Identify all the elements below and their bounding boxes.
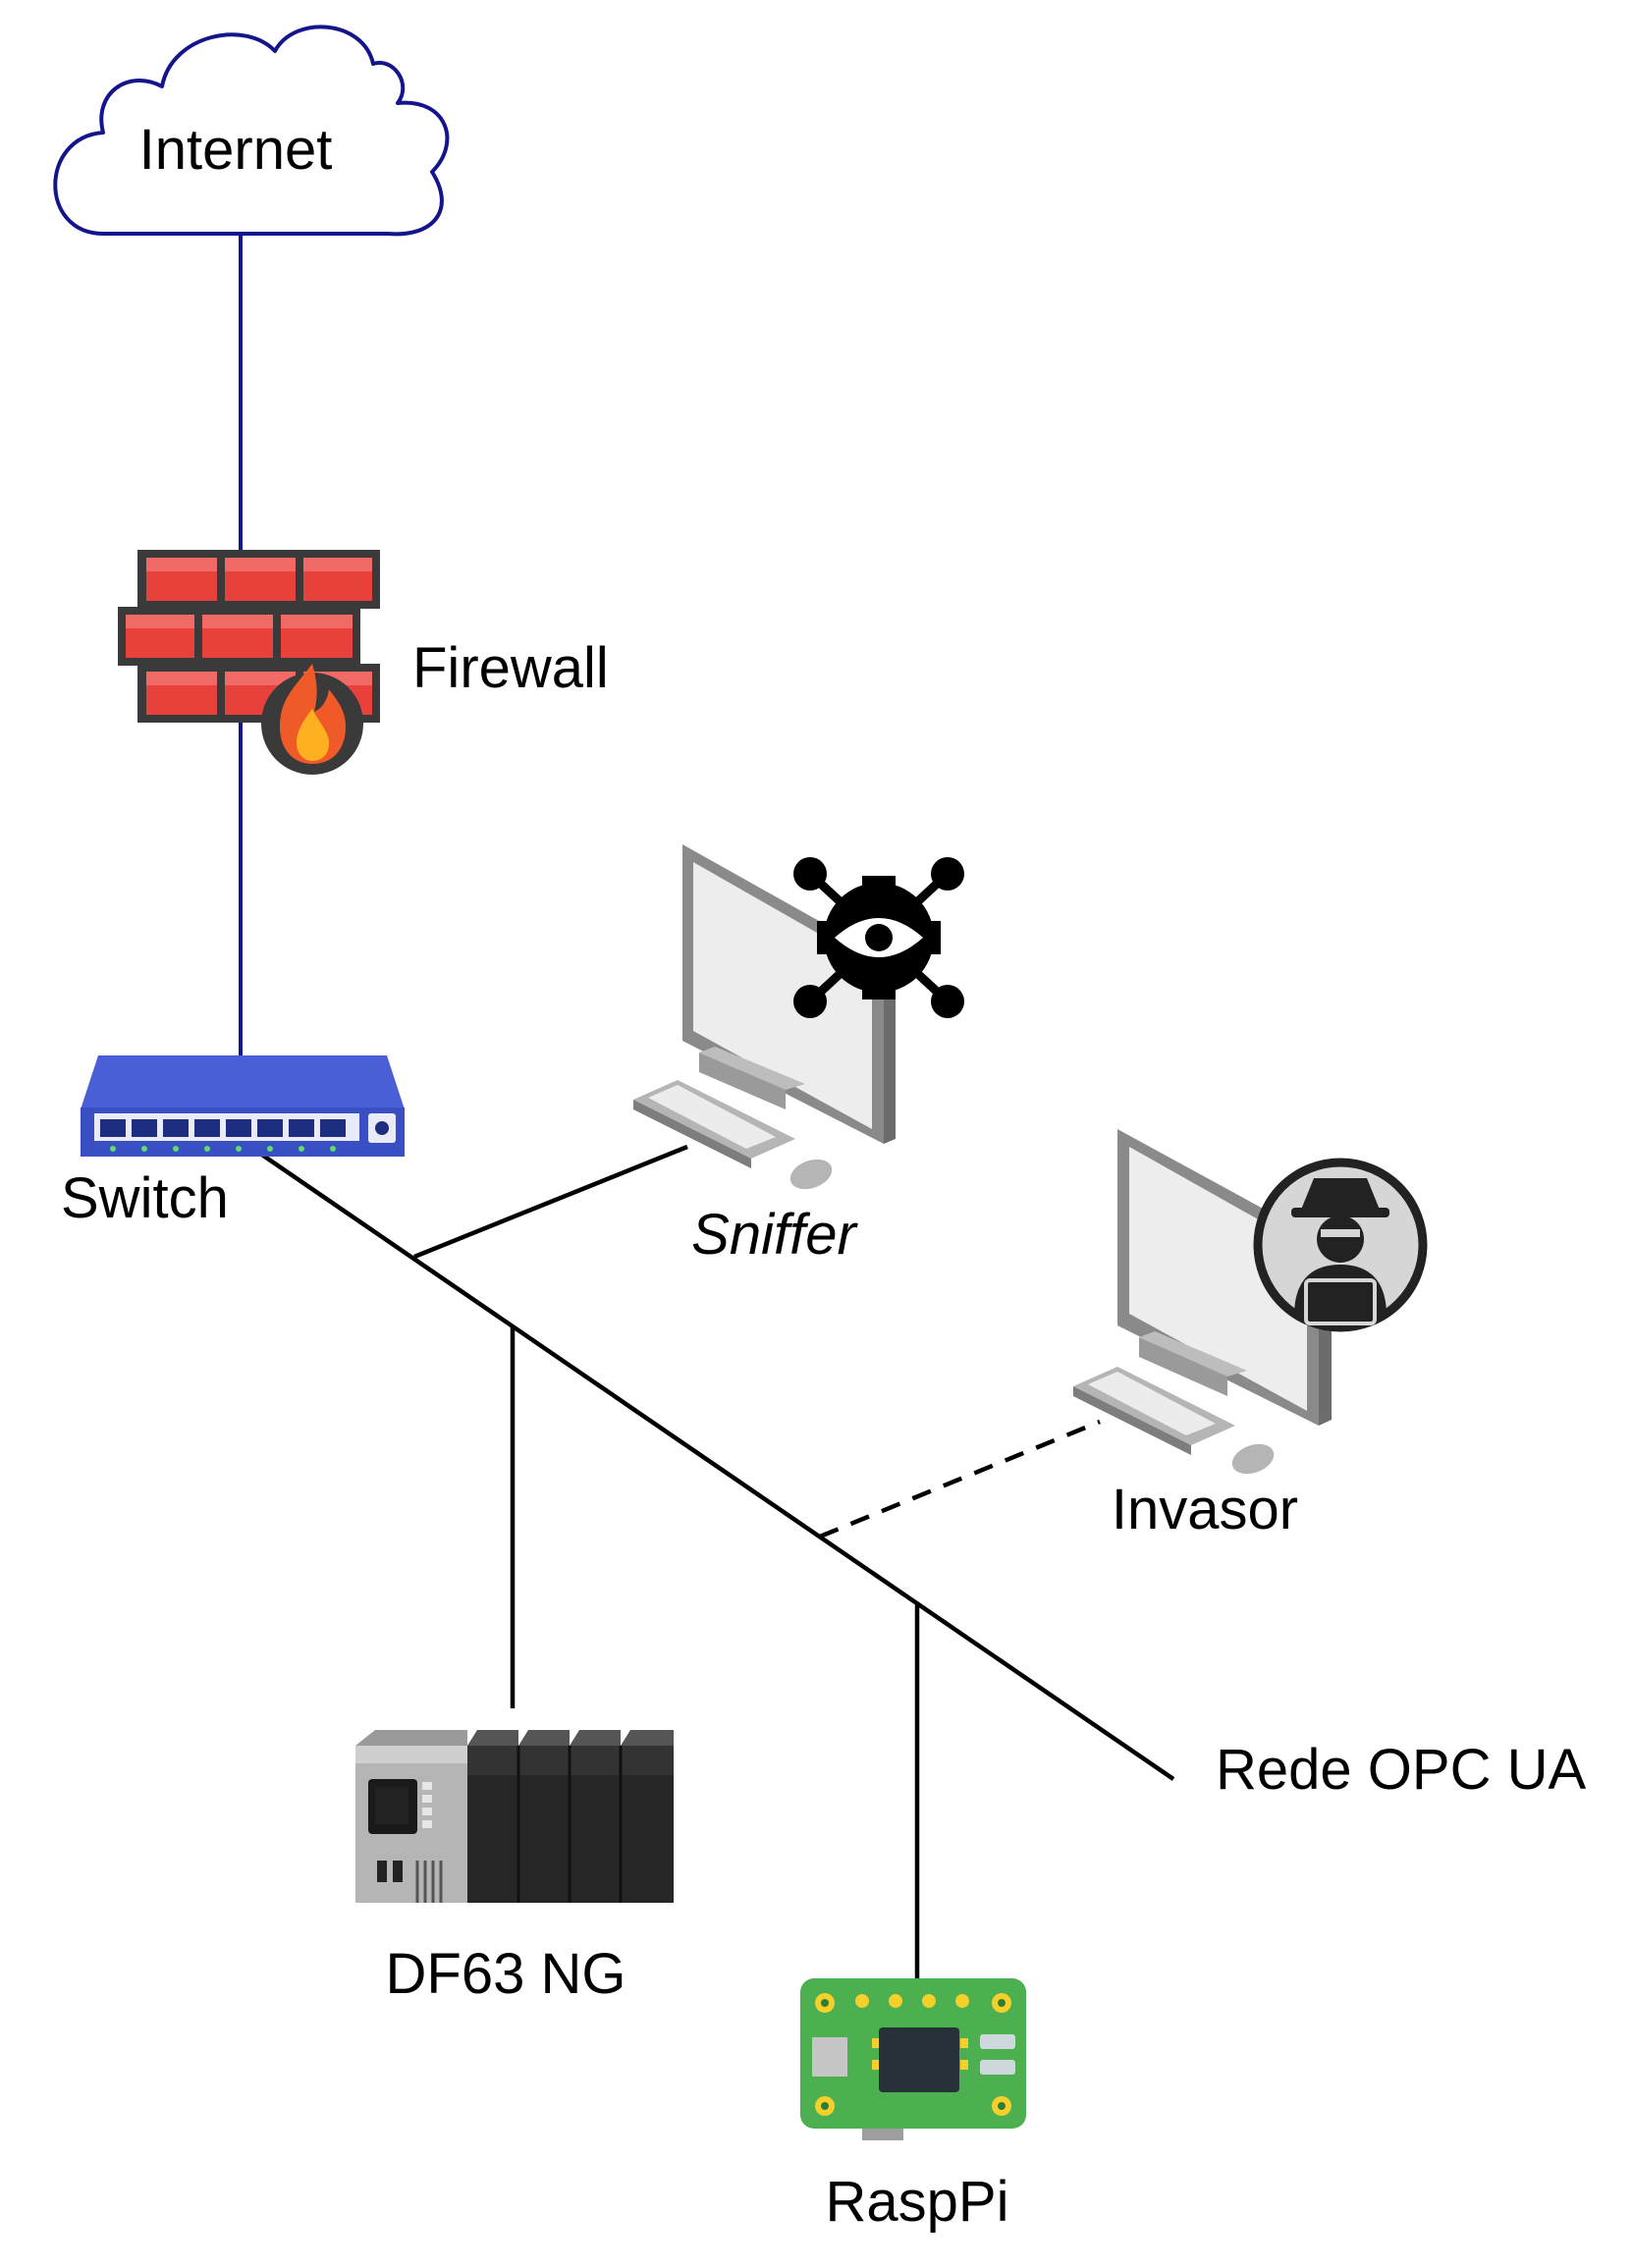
firewall-label: Firewall (412, 636, 609, 700)
brick-wall-fire-icon (118, 550, 380, 775)
cloud-icon (53, 25, 450, 237)
invasor-label: Invasor (1112, 1478, 1298, 1541)
plc-rack-icon (355, 1730, 674, 1903)
raspi-label: RaspPi (826, 2170, 1009, 2234)
sniffer-link (413, 1144, 688, 1260)
opc-ua-bus-line (248, 1145, 1175, 1781)
computer-spy-eye-icon (633, 844, 964, 1190)
connections (239, 234, 1175, 1978)
invasor-dashed-link (819, 1419, 1101, 1539)
sniffer-label: Sniffer (691, 1203, 858, 1267)
hacker-icon (1253, 1158, 1428, 1332)
spy-eye-icon (793, 857, 964, 1018)
switch-label: Switch (61, 1166, 229, 1230)
circuit-board-icon (800, 1978, 1026, 2140)
internet-node: Internet (53, 25, 450, 237)
computer-hacker-icon (1073, 1129, 1428, 1475)
plc-label: DF63 NG (386, 1942, 626, 2006)
raspi-node: RaspPi (800, 1978, 1026, 2234)
invasor-node: Invasor (1073, 1129, 1428, 1541)
network-label: Rede OPC UA (1216, 1738, 1586, 1802)
sniffer-node: Sniffer (633, 844, 964, 1267)
plc-node: DF63 NG (355, 1730, 674, 2006)
firewall-node: Firewall (118, 550, 609, 775)
switch-node: Switch (61, 1055, 405, 1230)
network-switch-icon (81, 1055, 405, 1157)
internet-label: Internet (139, 118, 333, 182)
